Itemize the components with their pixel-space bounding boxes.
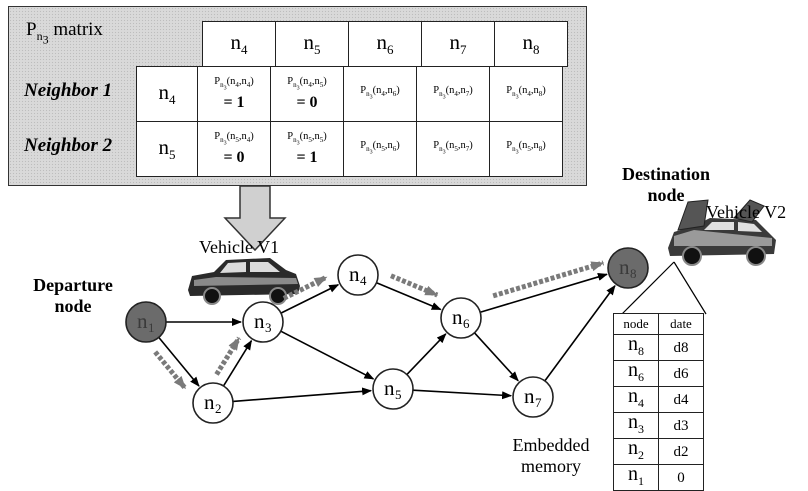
svg-text:n: n [452,305,463,329]
edge-n4-n6 [376,281,442,311]
svg-text:n: n [619,255,630,279]
node-label: 3 [265,320,272,335]
matrix-cell: Pn3(n5,n4)= 0 [197,121,271,177]
edge-n3-n5 [280,330,375,380]
svg-text:n: n [254,309,265,333]
neighbor-1-label: Neighbor 1 [24,80,113,101]
node-label: 2 [215,401,222,416]
matrix-title: Pn3 matrix [26,19,103,47]
vehicle-v2-label: Vehicle V2 [706,202,787,222]
route-arrows [153,260,605,390]
memory-connector [621,261,707,315]
memory-node-cell: n4 [613,386,659,413]
node-label: 7 [535,395,542,410]
matrix-to-node-arrow [223,185,287,252]
edge-n1-n2 [158,336,200,387]
memory-date-cell: d4 [658,386,704,413]
matrix-cell: Pn3(n5,n6) [343,121,417,177]
svg-text:n: n [137,309,148,333]
route-arrow-n4-n6 [389,273,439,298]
memory-header: node [613,313,659,335]
route-arrow-n1-n2 [153,350,188,390]
vehicle-v1-label: Vehicle V1 [199,237,280,257]
memory-date-cell: d8 [658,334,704,361]
graph-edges [158,273,616,403]
matrix-cell: Pn3(n5,n5)= 1 [270,121,344,177]
node-label: 1 [148,320,155,335]
edge-n6-n8 [479,273,608,314]
matrix-col-header: n6 [348,21,422,67]
memory-node-cell: n1 [613,464,659,491]
edge-n5-n6 [406,333,447,376]
svg-text:n: n [384,376,395,400]
edge-n3-n4 [280,284,340,314]
memory-node-cell: n6 [613,360,659,387]
memory-date-cell: d3 [658,412,704,439]
memory-date-cell: 0 [658,464,704,491]
matrix-row-node: n4 [136,66,198,122]
route-arrow-n3-n4 [282,274,328,301]
edge-n2-n3 [222,339,253,387]
route-arrow-n2-n3 [214,336,242,376]
matrix-cell: Pn3(n5,n7) [416,121,490,177]
node-label: 6 [463,316,470,331]
svg-text:n: n [349,262,360,286]
svg-text:n: n [524,384,535,408]
memory-node-cell: n3 [613,412,659,439]
neighbor-2-label: Neighbor 2 [24,135,113,156]
vehicle-v1-car-icon [188,258,300,305]
svg-text:n: n [204,390,215,414]
edge-n5-n7 [412,389,513,400]
memory-date-cell: d6 [658,360,704,387]
node-label: 5 [395,387,402,402]
edge-n2-n5 [232,387,373,403]
node-label: 8 [630,266,637,281]
memory-node-cell: n2 [613,438,659,465]
edge-n6-n7 [473,332,519,382]
matrix-cell: Pn3(n5,n8) [489,121,563,177]
matrix-cell: Pn3(n4,n8) [489,66,563,122]
vehicle-v2-car-icon [668,199,776,266]
matrix-cell: Pn3(n4,n5)= 0 [270,66,344,122]
memory-node-cell: n8 [613,334,659,361]
matrix-col-header: n5 [275,21,349,67]
node-label: 4 [360,273,367,288]
edge-n7-n8 [544,284,616,382]
matrix-col-header: n8 [494,21,568,67]
memory-header: date [658,313,704,335]
memory-date-cell: d2 [658,438,704,465]
matrix-row-node: n5 [136,121,198,177]
route-arrow-n6-n8 [492,260,605,299]
